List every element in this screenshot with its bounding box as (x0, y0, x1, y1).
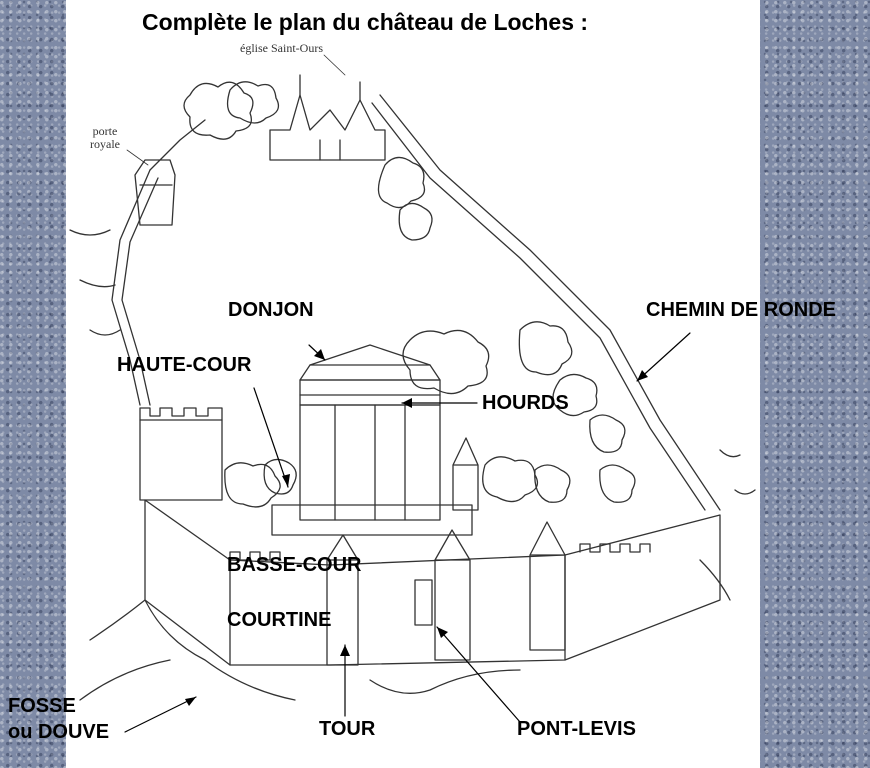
label-courtine: COURTINE (227, 609, 332, 631)
church (269, 94, 386, 161)
leader-lines (124, 332, 691, 733)
outer-wall (111, 169, 151, 406)
trees (183, 81, 636, 508)
porte-royale-tower (134, 159, 176, 226)
label-fosse-line1: FOSSE (8, 695, 76, 717)
church-label: église Saint-Ours (240, 41, 323, 55)
inner-tower (452, 437, 479, 511)
corner-tower-left (139, 419, 223, 501)
label-fosse: FOSSE ou DOUVE (8, 693, 109, 745)
tower-front-3 (529, 521, 566, 651)
gate (414, 579, 433, 626)
porte-royale-line2: royale (90, 137, 120, 151)
label-tour: TOUR (319, 718, 376, 740)
rocks (79, 559, 731, 701)
label-basse-cour: BASSE-COUR (227, 554, 362, 576)
porte-royale-line1: porte (92, 124, 118, 138)
tower-front-1 (326, 534, 359, 666)
label-fosse-line2: ou DOUVE (8, 721, 110, 743)
label-pont-levis: PONT-LEVIS (517, 718, 636, 740)
label-haute-cour: HAUTE-COUR (117, 354, 252, 376)
tower-front-2 (434, 529, 471, 661)
label-chemin-de-ronde: CHEMIN DE RONDE (646, 299, 837, 321)
keep (299, 404, 441, 521)
label-donjon: DONJON (228, 299, 314, 321)
porte-royale-label: porte royale (90, 125, 120, 151)
curtain-front (144, 499, 721, 666)
label-hourds: HOURDS (482, 392, 569, 414)
page-title: Complète le plan du château de Loches : (142, 9, 589, 35)
worksheet (66, 0, 760, 768)
